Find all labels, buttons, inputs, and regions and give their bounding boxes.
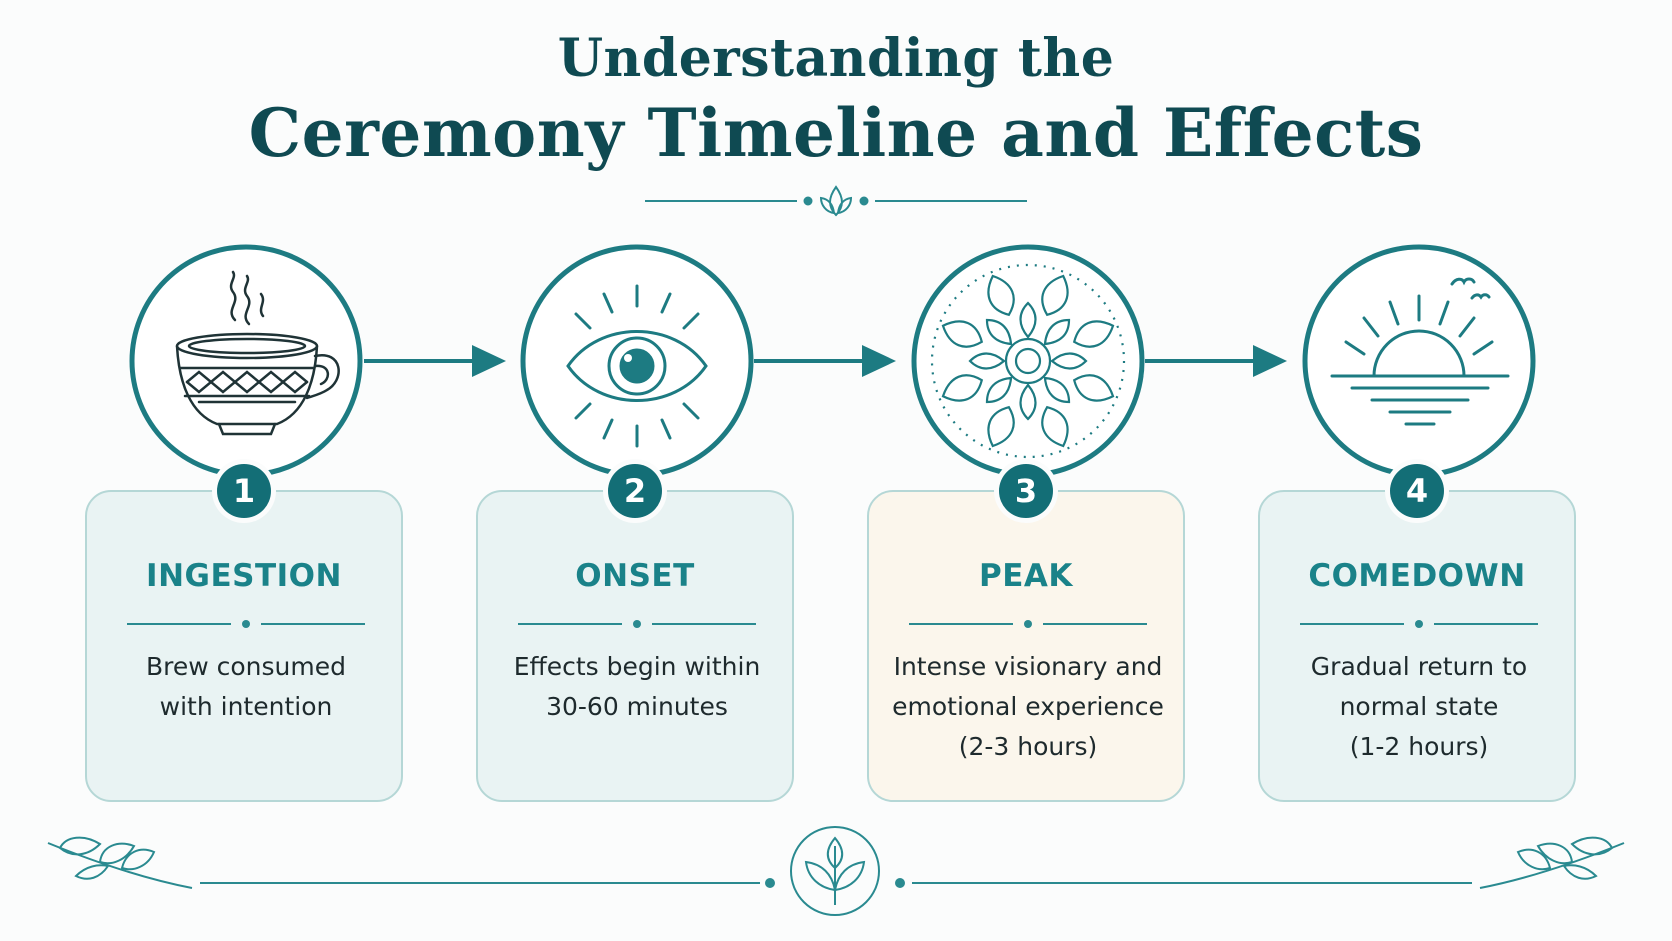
step-card-onset: 2 ONSET Effects begin within 30-60 minut… [476,464,794,802]
tea-cup-icon [129,244,363,478]
step-title: ONSET [575,558,695,594]
step-description: Effects begin within 30-60 minutes [513,652,761,721]
mandala-icon [911,244,1145,478]
card-divider [909,620,1147,628]
title-divider [645,185,1027,217]
card-divider [1300,620,1538,628]
step-number-badge: 3 [999,464,1053,518]
card-divider [518,620,756,628]
leaf-sprig-icon [819,185,853,217]
right-branch-icon [1479,836,1625,889]
sunrise-icon [1302,244,1536,478]
step-title: INGESTION [146,558,342,594]
step-number-badge: 1 [217,464,271,518]
title-line-2: Ceremony Timeline and Effects [248,94,1424,172]
step-number-badge: 4 [1390,464,1444,518]
step-card-ingestion: 1 INGESTION Brew consumed with intention [85,464,403,802]
footer-leaf-icon [804,836,866,905]
footer-ornament [47,826,1625,916]
step-title: COMEDOWN [1308,558,1526,594]
step-description: Gradual return to normal state (1-2 hour… [1310,652,1528,761]
step-card-comedown: 4 COMEDOWN Gradual return to normal stat… [1258,464,1576,802]
left-branch-icon [47,836,193,889]
title-line-1: Understanding the [557,28,1115,89]
step-number-badge: 2 [608,464,662,518]
timeline-arrows [364,345,1287,377]
step-description: Intense visionary and emotional experien… [892,652,1164,761]
eye-icon [520,244,754,478]
step-card-peak: 3 PEAK Intense visionary and emotional e… [867,464,1185,802]
card-divider [127,620,365,628]
step-title: PEAK [979,558,1073,594]
step-description: Brew consumed with intention [145,652,346,721]
